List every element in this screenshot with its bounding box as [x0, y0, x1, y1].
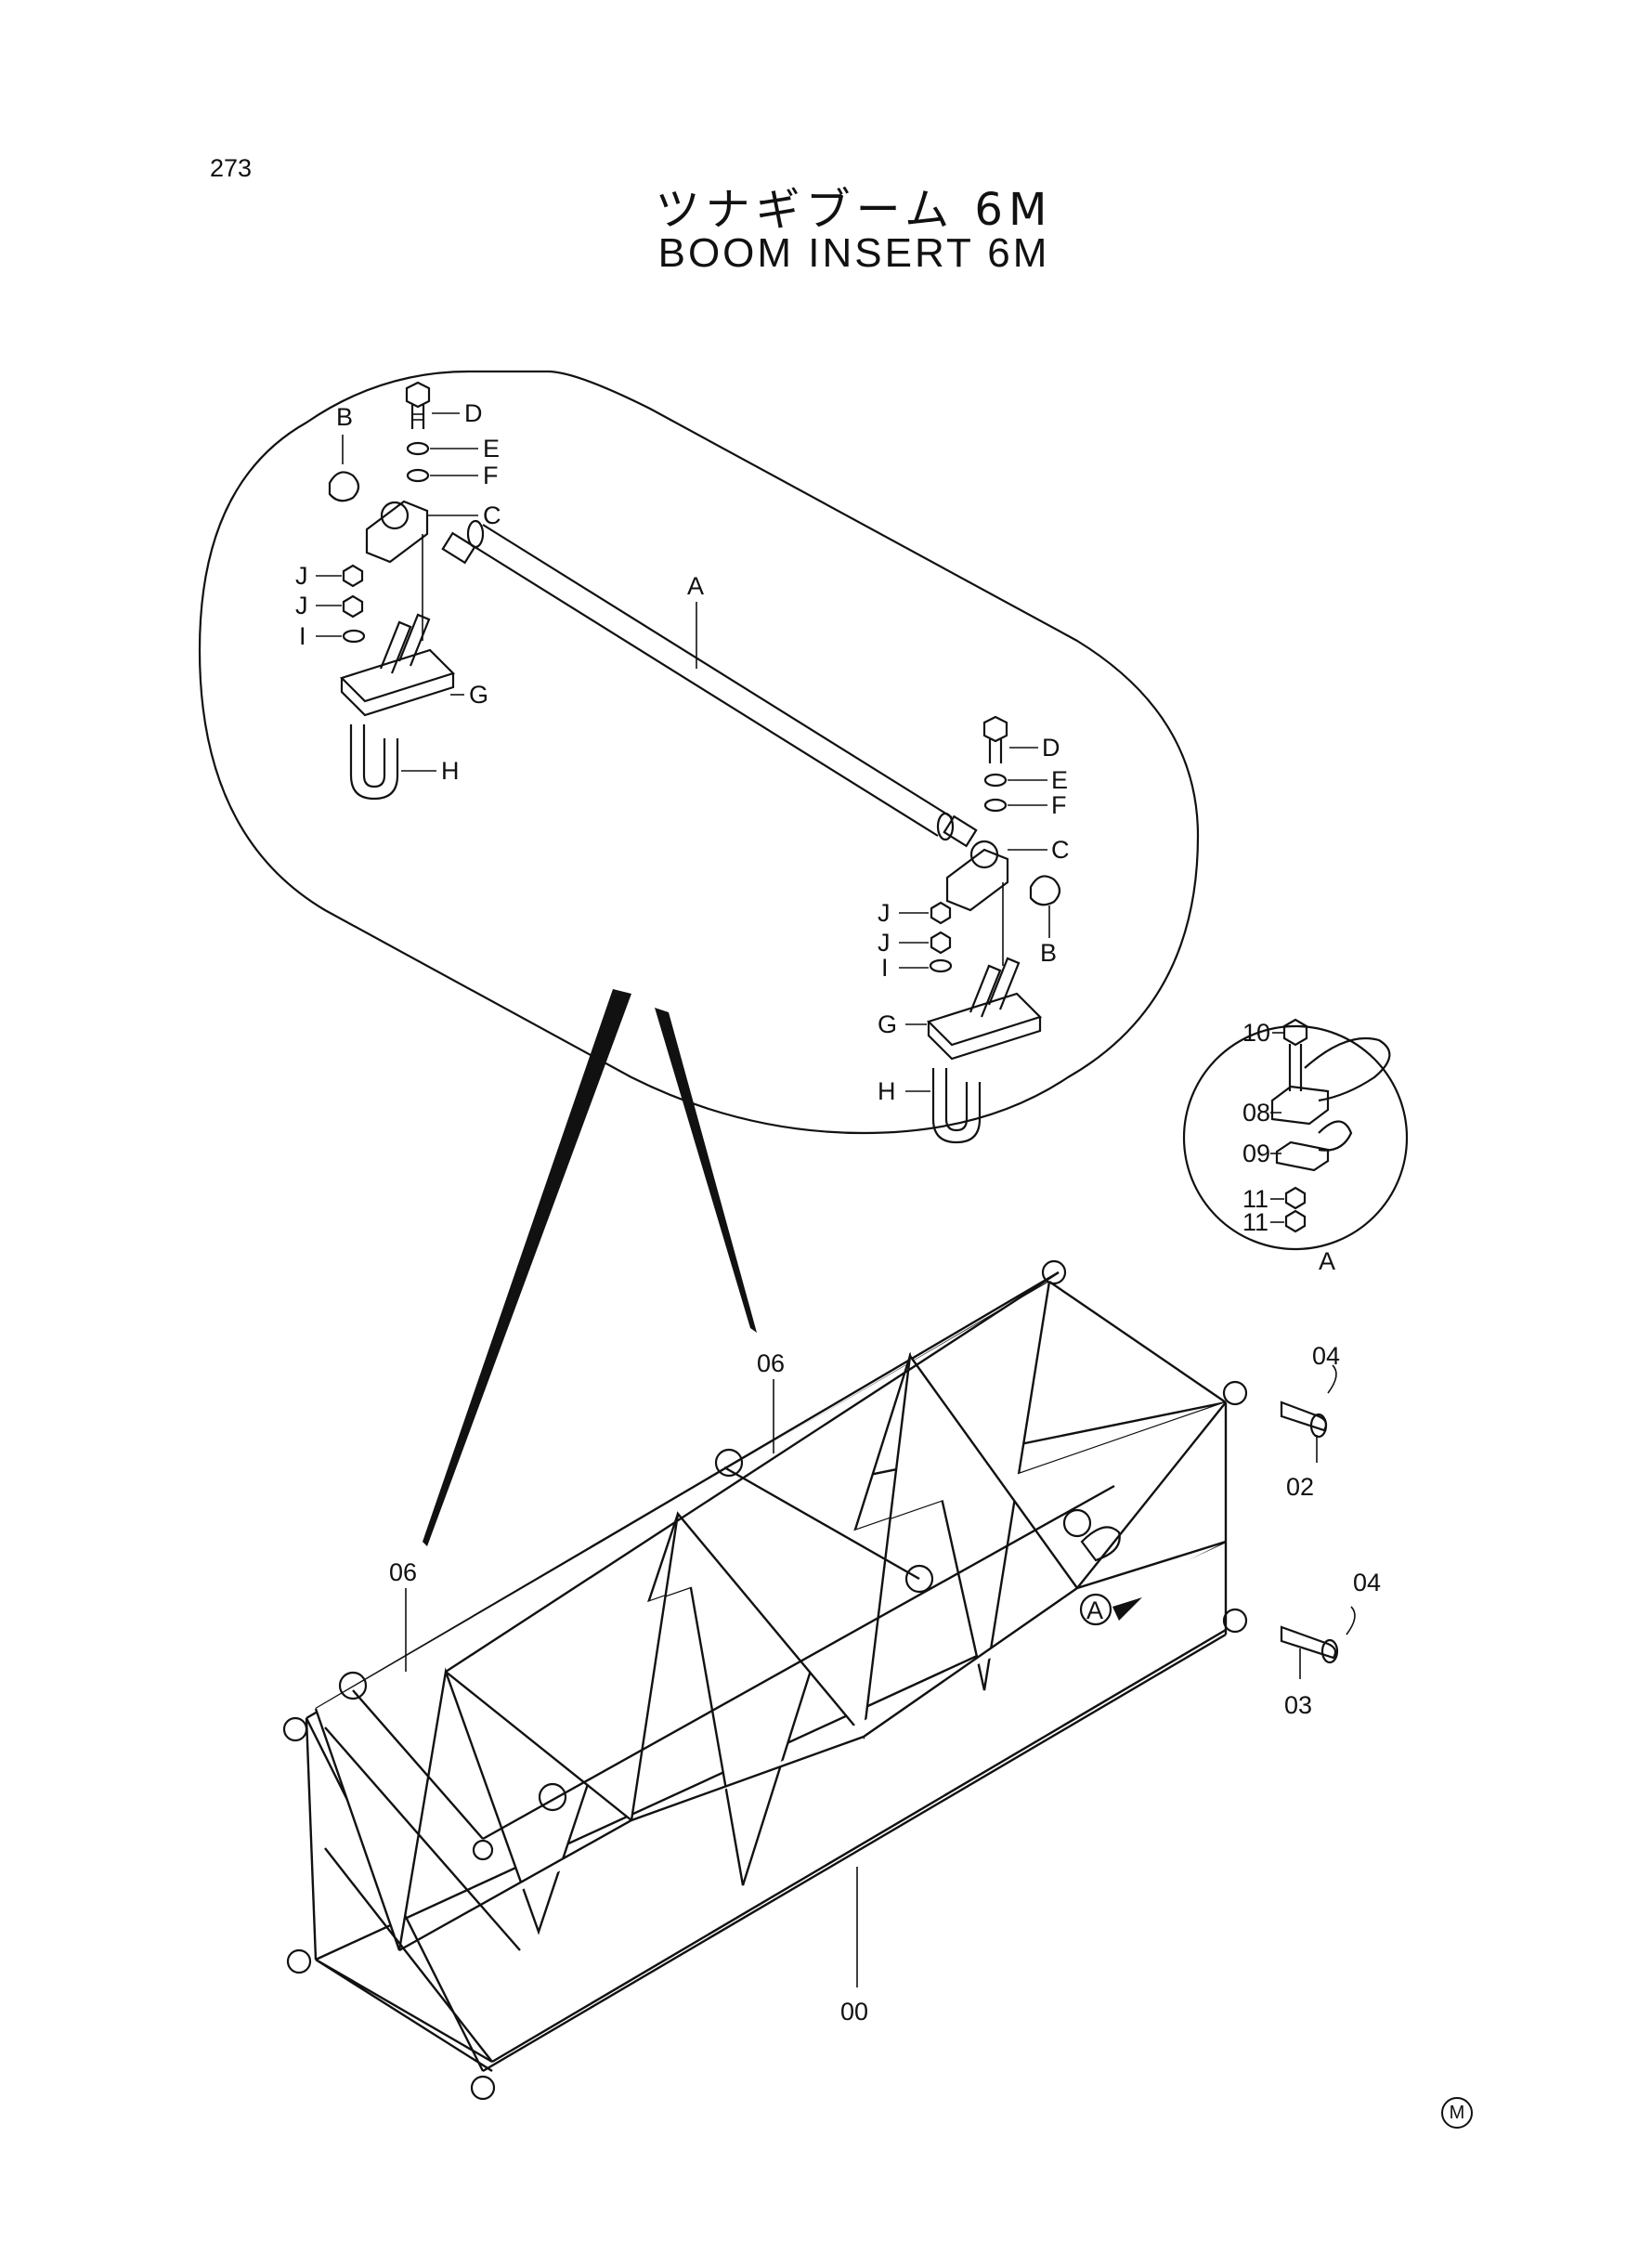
label-D-right: D	[1042, 734, 1060, 762]
part-06-lower: 06	[389, 1558, 417, 1586]
detail-circle-A	[1182, 1018, 1409, 1251]
part-03: 03	[1284, 1691, 1312, 1719]
label-H-right: H	[878, 1077, 896, 1105]
label-J2-left: J	[295, 592, 308, 619]
label-D-left: D	[464, 399, 483, 427]
shaft-A	[441, 519, 978, 848]
label-B-right: B	[1040, 939, 1057, 967]
manufacturer-mark: M	[1441, 2097, 1473, 2129]
callout-wedges	[423, 989, 757, 1546]
part-04-a: 04	[1312, 1342, 1340, 1370]
label-F-left: F	[483, 462, 499, 489]
boom-truss	[282, 1259, 1248, 2101]
hardware-right	[899, 715, 1061, 1144]
part-06-upper: 06	[757, 1349, 785, 1377]
label-C-right: C	[1051, 836, 1070, 864]
label-E-right: E	[1051, 766, 1068, 794]
label-G-left: G	[469, 681, 488, 709]
part-02: 02	[1286, 1473, 1314, 1501]
part-04-b: 04	[1353, 1569, 1381, 1596]
label-I-right: I	[881, 954, 889, 982]
label-A-shaft: A	[687, 572, 704, 600]
part-00: 00	[840, 1998, 868, 2026]
part-10: 10	[1242, 1019, 1270, 1047]
hardware-left	[316, 381, 478, 801]
label-G-right: G	[878, 1010, 897, 1038]
label-C-left: C	[483, 502, 501, 529]
part-08: 08	[1242, 1099, 1270, 1127]
part-11-a: 11	[1242, 1185, 1268, 1213]
title-japanese: ツナギブーム 6M	[655, 184, 1053, 236]
pins	[1280, 1364, 1356, 1679]
label-H-left: H	[441, 757, 460, 785]
label-J1-left: J	[295, 562, 308, 590]
part-11-b: 11	[1242, 1208, 1268, 1236]
truss-detail-A: A	[1086, 1596, 1103, 1624]
detail-A-label: A	[1319, 1247, 1335, 1275]
label-I-left: I	[299, 622, 306, 650]
label-J2-right: J	[878, 929, 891, 957]
label-F-right: F	[1051, 791, 1067, 819]
detail-capsule	[198, 370, 1200, 1135]
page-number: 273	[210, 154, 253, 182]
label-B-left: B	[336, 403, 353, 431]
label-E-left: E	[483, 435, 500, 463]
label-J1-right: J	[878, 899, 891, 927]
part-09: 09	[1242, 1140, 1270, 1167]
title-english: BOOM INSERT 6M	[657, 230, 1050, 276]
